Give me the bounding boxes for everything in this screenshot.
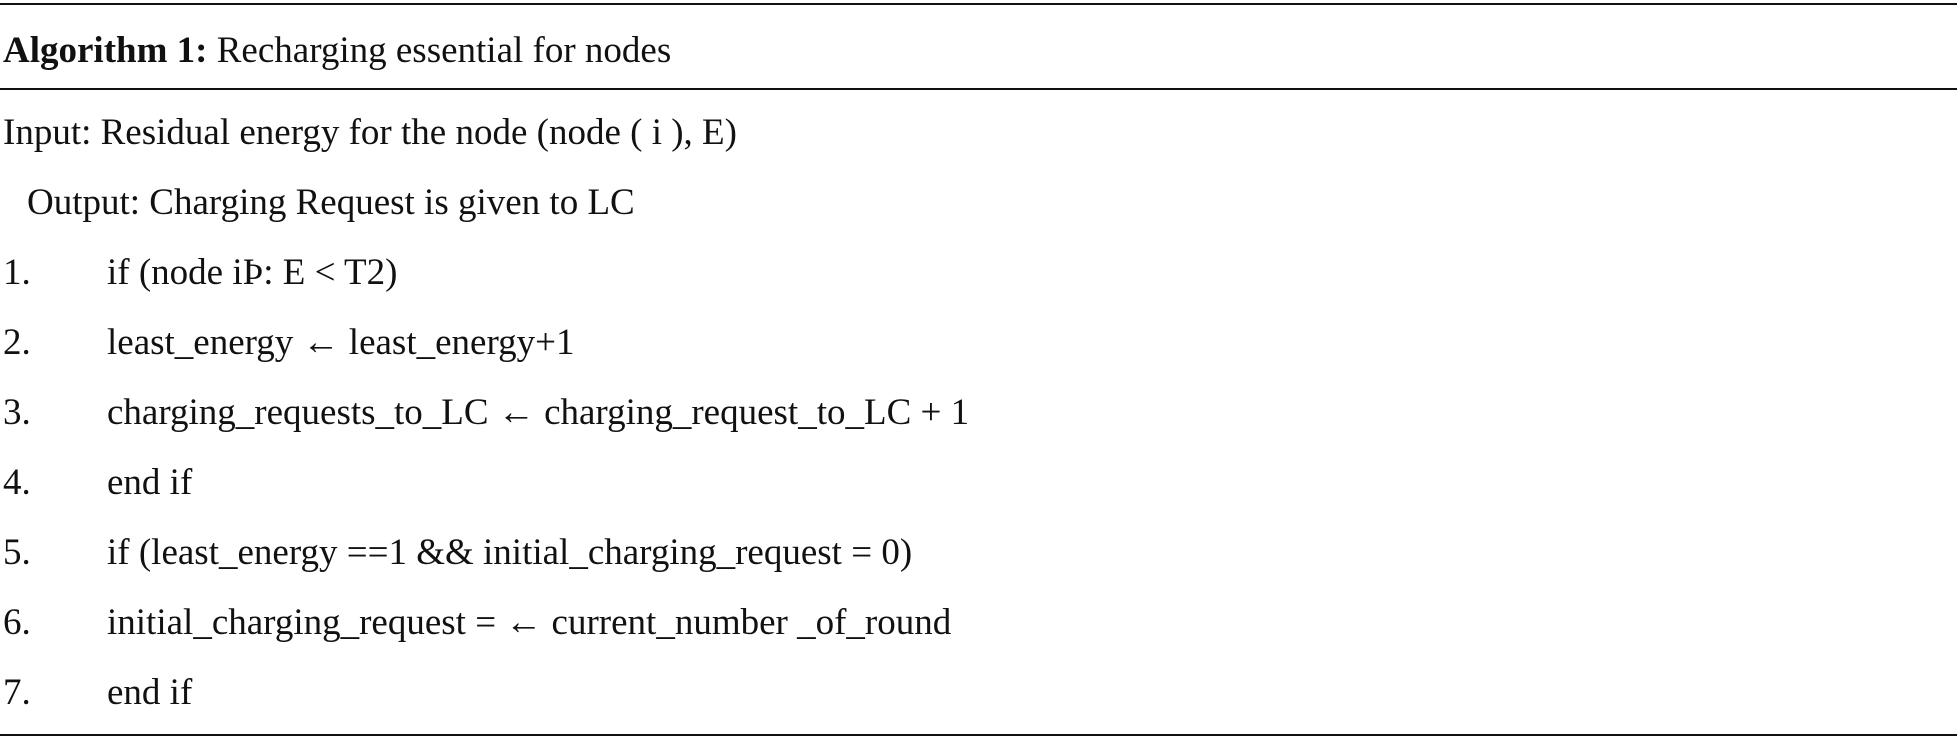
step-number: 6. <box>3 602 31 643</box>
algorithm-heading: Algorithm 1: Recharging essential for no… <box>3 28 671 74</box>
top-rule <box>0 3 1957 5</box>
step-code: if (least_energy ==1 && initial_charging… <box>107 532 913 573</box>
step-code: end if <box>107 672 193 713</box>
algorithm-input: Input: Residual energy for the node (nod… <box>3 112 737 153</box>
step-number: 3. <box>3 392 31 433</box>
step-number: 2. <box>3 322 31 363</box>
step-number: 5. <box>3 532 31 573</box>
step-code: initial_charging_request = ← current_num… <box>107 602 952 643</box>
algorithm-output: Output: Charging Request is given to LC <box>27 182 635 223</box>
step-number: 7. <box>3 672 31 713</box>
step-code: least_energy ← least_energy+1 <box>107 322 575 363</box>
bottom-rule <box>0 734 1957 736</box>
algorithm-title: Recharging essential for nodes <box>216 30 672 71</box>
step-number: 1. <box>3 252 31 293</box>
step-number: 4. <box>3 462 31 503</box>
algorithm-label: Algorithm 1: <box>3 30 208 71</box>
step-code: charging_requests_to_LC ← charging_reque… <box>107 392 970 433</box>
step-code: end if <box>107 462 193 503</box>
header-rule <box>0 88 1957 90</box>
step-code: if (node iÞ: E < T2) <box>107 252 398 293</box>
